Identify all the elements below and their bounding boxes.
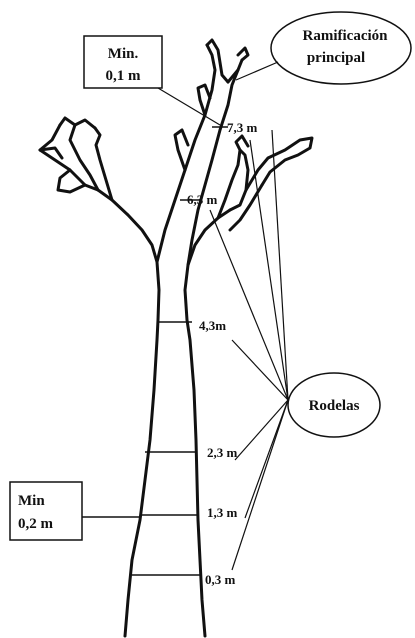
height-label-4-3: 4,3m: [199, 318, 226, 333]
height-label-1-3: 1,3 m: [207, 505, 238, 520]
top-min-line2: 0,1 m: [106, 68, 142, 84]
main-branch-line2: principal: [307, 50, 365, 66]
discs-leader-lines: [210, 130, 288, 570]
height-label-6-3: 6,3 m: [187, 192, 218, 207]
top-min-callout: Min. 0,1 m: [84, 36, 220, 125]
height-label-0-3: 0,3 m: [205, 572, 236, 587]
discs-label: Rodelas: [309, 398, 360, 414]
height-label-2-3: 2,3 m: [207, 445, 238, 460]
bottom-min-line2: 0,2 m: [18, 516, 54, 532]
bottom-min-line1: Min: [18, 493, 45, 509]
bottom-min-callout: Min 0,2 m: [10, 482, 140, 540]
main-branch-callout: Ramificación principal: [236, 12, 411, 84]
height-label-7-3: 7,3 m: [227, 120, 258, 135]
tree-trunk: [85, 185, 230, 636]
main-branch-line1: Ramificación: [303, 28, 389, 44]
discs-callout: Rodelas: [288, 373, 380, 437]
tree-branches: [40, 40, 312, 265]
top-min-line1: Min.: [108, 46, 139, 62]
